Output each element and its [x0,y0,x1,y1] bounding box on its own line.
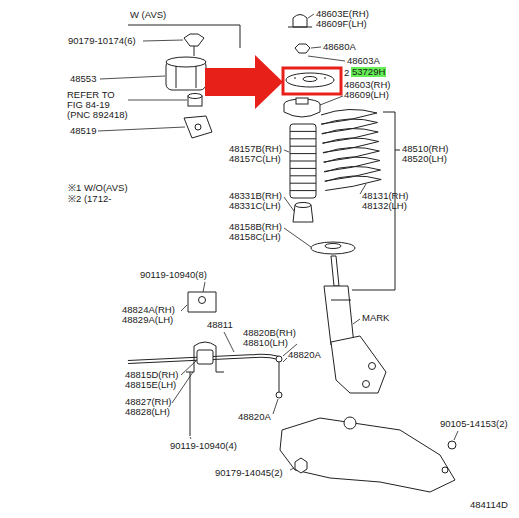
part-number: 48132(LH) [362,201,407,211]
part-number: 48820B(RH) [243,328,296,338]
part-number: 48510(RH) [402,144,448,154]
highlighted-part-number: 53729H [351,67,386,77]
part-number: 48158C(LH) [229,232,281,242]
spring-coil [325,176,381,191]
part-number: 48157B(RH) [229,144,282,154]
note-text: MARK [362,313,389,323]
part-number: 48158B(RH) [229,222,282,232]
part-number: 90119-10940(8) [140,270,207,280]
bracket [184,116,212,138]
part-number: 48520(LH) [402,154,447,164]
shock-absorber [324,256,386,393]
part-number: 48603E(RH) [316,9,369,19]
bellows-rib [290,146,316,147]
part-number: 48815D(RH) [125,370,178,380]
part-number: 48815E(LH) [125,380,176,390]
part-number: 48331C(LH) [229,201,281,211]
note-text: FIG 84-19 [67,100,110,110]
nut [184,34,204,56]
part-number: 48820A [238,412,271,422]
part-number: 48680A [323,42,356,52]
coil-spring [321,109,381,190]
mount-cap [288,15,312,28]
bump-stopper [293,203,313,223]
stabilizer-link [276,356,282,398]
part-number: 48157C(LH) [229,154,281,164]
part-number: 90179-14045(2) [215,468,283,478]
bellows-rib [290,153,316,154]
bellows-rib [290,175,316,176]
part-number: 48810(LH) [243,338,288,348]
part-number: 90179-10174(6) [68,36,136,46]
lower-seat [311,242,355,254]
note-text: (PNC 892418) [67,110,128,120]
note-text: ※2 (1712- [68,194,111,204]
lower-arm [280,417,456,492]
note-text: REFER TO [67,90,115,100]
part-number: 90119-10940(4) [170,441,237,451]
part-number: 48519 [70,126,96,136]
dust-boot [290,124,316,198]
nut [295,44,310,53]
note-text: ※1 W/O(AVS) [68,183,128,193]
group-bracket [128,25,240,48]
stabilizer-bushing [197,350,213,364]
bellows-rib [290,190,316,191]
collar [188,94,202,107]
part-number: 48603(RH) [344,80,390,90]
part-number: 48131(RH) [362,191,408,201]
part-number: 48553 [70,74,96,84]
bolt [190,372,191,436]
part-number: 484114D [470,500,508,510]
bellows-rib [290,168,316,169]
highlight-arrow [205,55,283,109]
stabilizer-bracket [188,292,216,312]
bellows-rib [290,183,316,184]
part-number: 48827(RH) [125,397,171,407]
part-number: 48609(LH) [344,90,389,100]
part-number: 48609F(LH) [316,19,367,29]
bellows-rib [290,131,316,132]
part-number: 48331B(RH) [229,191,282,201]
part-number: 48824A(RH) [122,305,175,315]
part-number: 90105-14153(2) [440,419,508,429]
upper-support [284,98,320,117]
bellows-rib [290,161,316,162]
part-number: 48820A [288,350,321,360]
part-number: 48829A(LH) [122,315,173,325]
part-number: 48811 [207,320,233,330]
part-number: 48828(LH) [125,407,170,417]
part-number: 2 [344,68,349,78]
bushing [166,57,206,90]
note-text: W (AVS) [130,10,166,20]
leader-lines [98,14,458,470]
part-number: 48603A [347,56,380,66]
bushing-clamp [186,342,224,372]
insulator-plate [286,73,334,87]
bellows-rib [290,138,316,139]
highlight-box [283,68,341,94]
